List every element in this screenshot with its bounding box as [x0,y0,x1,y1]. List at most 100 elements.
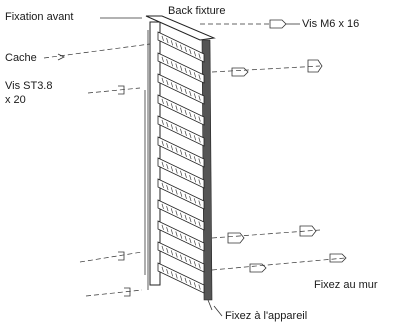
slat-hatch [184,88,187,95]
slat-hatch [193,177,197,183]
front-rail [201,39,213,301]
slat-hatch [170,229,174,235]
slat-hatch [189,259,192,265]
module-slats [157,31,205,294]
slat-hatch [161,161,164,168]
slat-hatch [184,193,187,200]
slat-hatch [189,70,192,76]
slat-hatch [175,189,178,195]
slat-hatch [193,198,197,204]
slat-hatch [198,74,201,80]
slat-hatch [175,231,178,237]
slat-hatch [175,105,178,111]
slat-hatch [193,135,197,141]
slat-hatch [166,164,169,170]
slat-hatch [170,40,174,46]
screw-m6-top [200,19,300,29]
slat-hatch [189,49,192,55]
slat-hatch [170,61,174,67]
label-back-fixture: Back fixture [168,5,225,17]
slat-hatch [189,280,192,286]
slat-hatch [166,206,169,212]
slat-hatch [193,282,197,288]
slat-hatch [189,112,192,118]
slat-hatch [184,172,187,179]
slat-hatch [180,107,183,113]
slat-hatch [180,233,183,239]
slat-hatch [193,261,197,267]
slat-hatch [161,245,164,252]
slat-hatch [184,67,187,74]
slat-hatch [166,38,169,44]
slat-hatch [198,242,201,248]
slat-hatch [175,126,178,132]
slat-hatch [180,254,183,260]
slat-hatch [198,284,201,290]
slat-hatch [184,130,187,137]
slat-hatch [198,158,201,164]
slat-hatch [166,122,169,128]
slat-hatch [161,140,164,147]
screw-left-lower [79,251,143,297]
slat-hatch [184,151,187,158]
slat-hatch [198,221,201,227]
label-fixez-mur: Fixez au mur [314,279,378,291]
slat-hatch [170,250,174,256]
slat-hatch [166,269,169,275]
slat-hatch [161,266,164,273]
slat-hatch [166,59,169,65]
slat-hatch [198,179,201,185]
slat-hatch [161,119,164,126]
slat-hatch [189,154,192,160]
slat-hatch [193,93,197,99]
slat-hatch [189,175,192,181]
screw-m6-right-upper [211,59,323,77]
slat-hatch [189,217,192,223]
slat-hatch [180,191,183,197]
slat-hatch [166,80,169,86]
slat-hatch [198,263,201,269]
slat-hatch [189,238,192,244]
slat-hatch [198,116,201,122]
slat-hatch [175,168,178,174]
back-rail [149,21,161,286]
label-fixation-avant: Fixation avant [5,11,73,23]
slat-hatch [175,210,178,216]
label-vis-m6: Vis M6 x 16 [302,18,359,30]
slat-hatch [170,208,174,214]
rack-assembly [144,15,216,311]
screw-st-left [87,85,141,95]
slat-hatch [161,77,164,84]
slat-hatch [184,277,187,284]
slat-hatch [184,256,187,263]
slat-hatch [189,196,192,202]
slat-hatch [175,252,178,258]
slat-hatch [180,149,183,155]
slat-hatch [180,128,183,134]
slat-hatch [193,114,197,120]
slat-hatch [170,124,174,130]
slat-hatch [180,86,183,92]
label-fixez-appareil: Fixez à l'appareil [225,310,307,322]
label-cache: Cache [5,52,37,64]
slat-hatch [193,156,197,162]
slat-hatch [166,248,169,254]
slat-hatch [180,65,183,71]
slat-hatch [198,137,201,143]
slat-hatch [166,227,169,233]
slat-hatch [184,214,187,221]
slat-hatch [170,187,174,193]
slat-hatch [166,101,169,107]
slat-hatch [184,235,187,242]
slat-hatch [189,91,192,97]
slat-hatch [175,84,178,90]
slat-hatch [170,82,174,88]
slat-hatch [166,185,169,191]
slat-hatch [180,212,183,218]
slat-hatch [170,271,174,277]
slat-hatch [184,109,187,116]
label-vis-st-line1: Vis ST3.8 [5,80,53,92]
slat-hatch [175,42,178,48]
label-vis-st-line2: x 20 [5,94,26,106]
slat-hatch [161,203,164,210]
